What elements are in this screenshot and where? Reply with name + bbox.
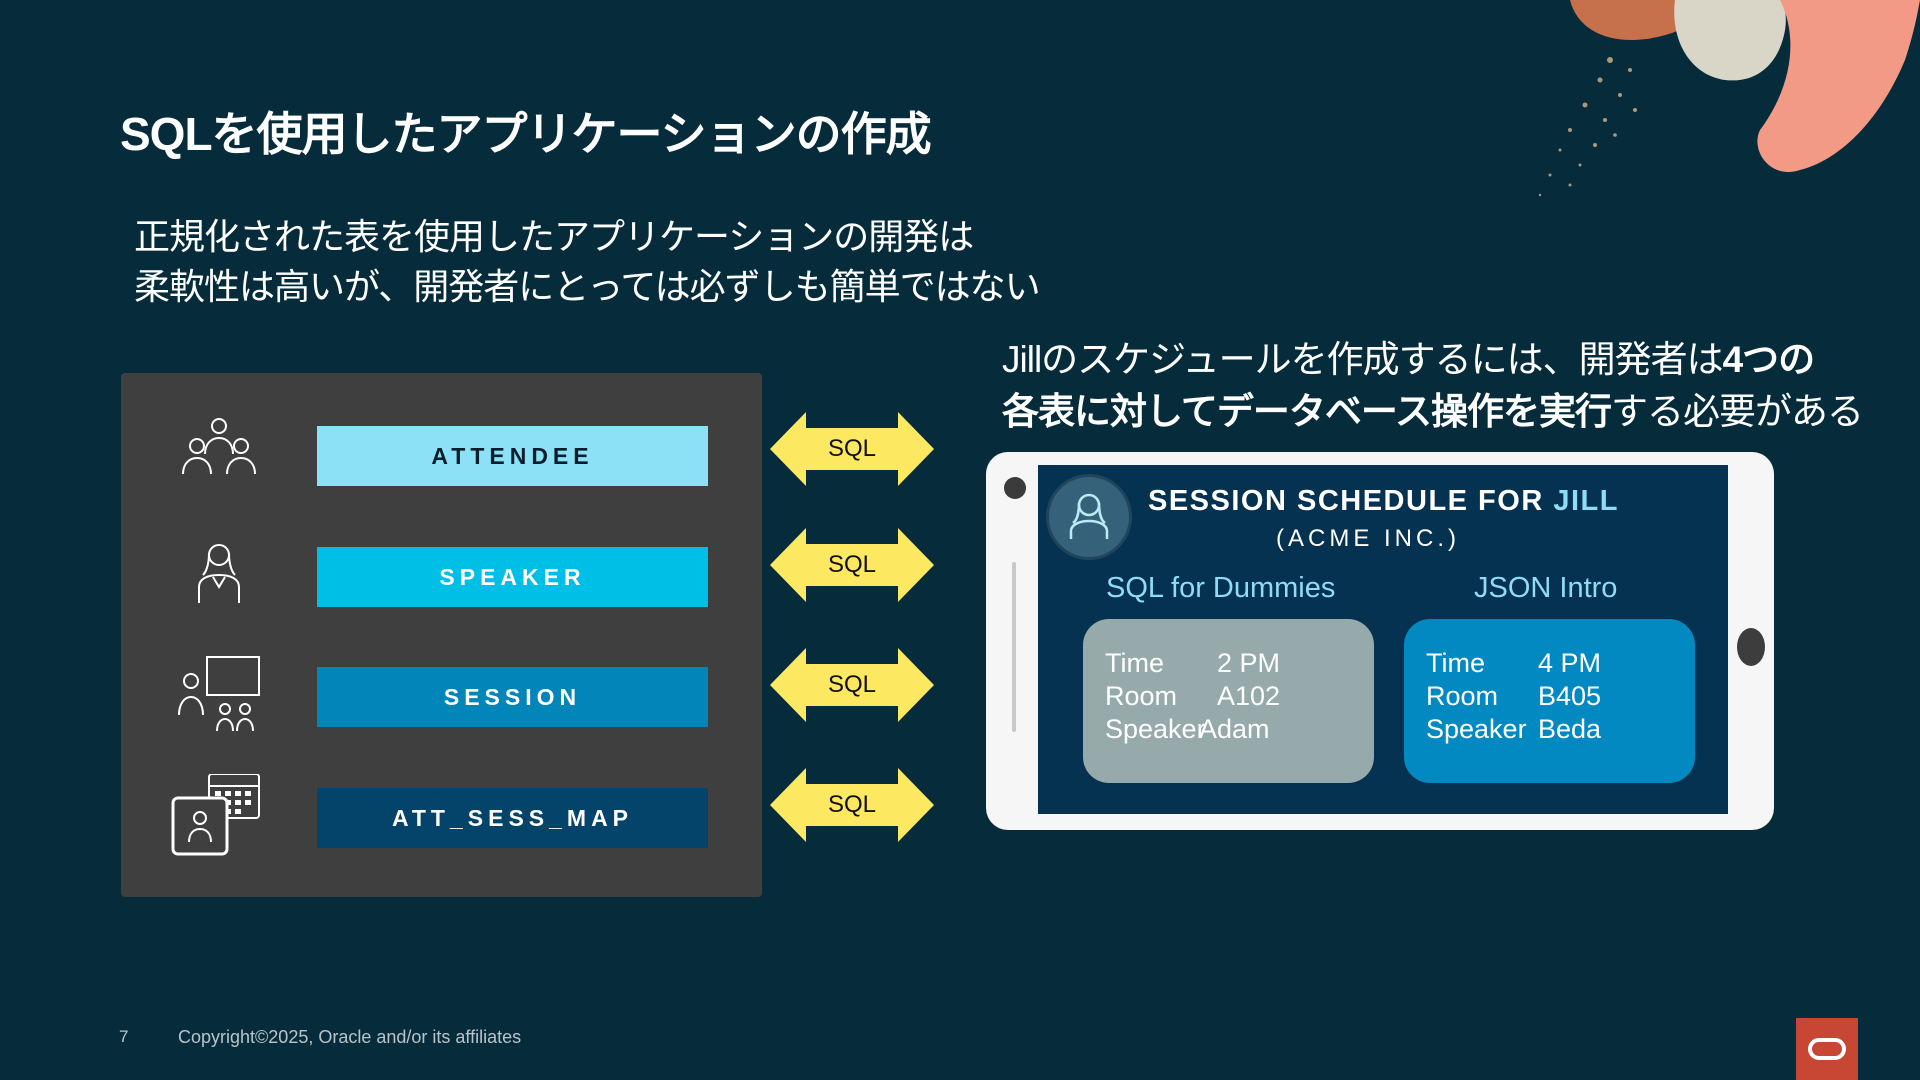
room-label: Room	[1105, 681, 1178, 711]
speaker-value: Beda	[1538, 714, 1602, 744]
people-group-icon	[182, 418, 256, 475]
home-button-icon	[1737, 628, 1765, 666]
oracle-logo-icon	[1796, 1018, 1858, 1080]
subtitle-line: 正規化された表を使用したアプリケーションの開発は	[134, 216, 974, 257]
speaker-label: Speaker	[1105, 714, 1206, 744]
camera-icon	[1004, 477, 1026, 499]
jill-description: Jillのスケジュールを作成するには、開発者は4つの 各表に対してデータベース操…	[1002, 334, 1864, 438]
sql-arrow: SQL	[770, 648, 934, 722]
table-row-attendee: ATTENDEE	[121, 418, 762, 486]
sql-label: SQL	[827, 671, 877, 698]
time-label: Time	[1105, 648, 1164, 678]
phone-mockup: SESSION SCHEDULE FOR JILL (ACME INC.) SQ…	[986, 452, 1774, 830]
presentation-audience-icon	[178, 656, 260, 732]
table-bar-speaker: SPEAKER	[317, 547, 708, 607]
table-row-session: SESSION	[121, 656, 762, 732]
table-bar-session: SESSION	[317, 667, 708, 727]
tables-panel: ATTENDEE SPEAKER SESSION	[121, 373, 762, 897]
sql-label: SQL	[827, 435, 877, 462]
sql-arrow: SQL	[770, 768, 934, 842]
jill-line1-bold: 4つの	[1722, 339, 1816, 380]
table-row-att-sess-map: ATT_SESS_MAP	[121, 774, 762, 856]
speaker-label: Speaker	[1426, 714, 1527, 744]
calendar-person-icon	[171, 774, 260, 856]
room-label: Room	[1426, 681, 1499, 711]
jill-line2-bold: 各表に対してデータベース操作を実行	[1002, 391, 1612, 432]
session-name: SQL for Dummies	[1106, 572, 1336, 604]
session-card: Time 4 PM Room B405 Speaker Beda	[1404, 619, 1695, 783]
double-arrow-icon	[770, 412, 934, 486]
phone-side-line	[1012, 562, 1016, 732]
avatar	[1046, 474, 1132, 560]
double-arrow-icon	[770, 768, 934, 842]
room-value: A102	[1217, 681, 1281, 711]
schedule-title-prefix: SESSION SCHEDULE FOR	[1148, 485, 1554, 517]
time-label: Time	[1426, 648, 1485, 678]
slide-title: SQLを使用したアプリケーションの作成	[120, 108, 932, 160]
session-name: JSON Intro	[1474, 572, 1618, 604]
sql-arrow: SQL	[770, 528, 934, 602]
sql-label: SQL	[827, 791, 877, 818]
room-value: B405	[1538, 681, 1602, 711]
double-arrow-icon	[770, 528, 934, 602]
user-avatar-icon	[1069, 493, 1109, 539]
schedule-title: SESSION SCHEDULE FOR JILL	[1148, 485, 1617, 518]
speaker-person-icon	[198, 544, 240, 603]
table-row-speaker: SPEAKER	[121, 544, 762, 607]
schedule-subtitle: (ACME INC.)	[1276, 525, 1460, 552]
page-number: 7	[119, 1027, 129, 1046]
jill-line2-text: する必要がある	[1611, 391, 1864, 432]
jill-line1-text: Jillのスケジュールを作成するには、開発者は	[1002, 339, 1724, 380]
time-value: 2 PM	[1217, 648, 1281, 678]
copyright-text: Copyright©2025, Oracle and/or its affili…	[178, 1027, 522, 1047]
phone-screen: SESSION SCHEDULE FOR JILL (ACME INC.) SQ…	[1038, 465, 1728, 814]
double-arrow-icon	[770, 648, 934, 722]
decorative-illustration	[1538, 0, 1920, 197]
sql-label: SQL	[827, 551, 877, 578]
speaker-value: Adam	[1199, 714, 1270, 744]
table-bar-att-sess-map: ATT_SESS_MAP	[317, 788, 708, 848]
sql-arrow: SQL	[770, 412, 934, 486]
table-bar-attendee: ATTENDEE	[317, 426, 708, 486]
slide-subtitle: 正規化された表を使用したアプリケーションの開発は 柔軟性は高いが、開発者にとって…	[134, 212, 1041, 312]
schedule-title-name: JILL	[1553, 485, 1619, 517]
subtitle-line: 柔軟性は高いが、開発者にとっては必ずしも簡単ではない	[134, 266, 1041, 307]
time-value: 4 PM	[1538, 648, 1602, 678]
